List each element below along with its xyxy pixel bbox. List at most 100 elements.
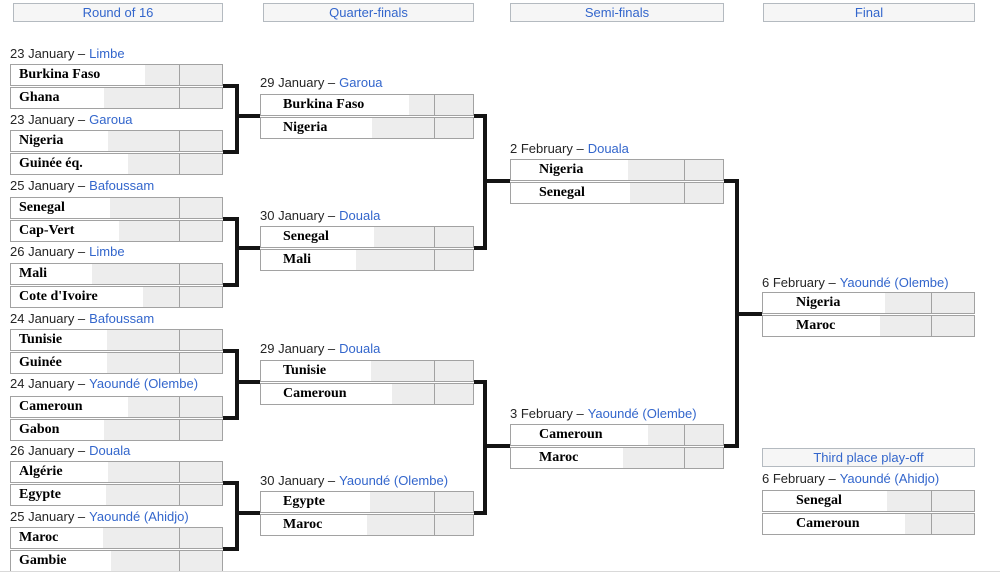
score-cell bbox=[434, 361, 473, 381]
venue-link[interactable]: Garoua bbox=[89, 112, 133, 127]
header-final[interactable]: Final bbox=[763, 3, 975, 22]
team-name-cell: Gambie bbox=[11, 551, 179, 571]
team-name: Senegal bbox=[11, 198, 110, 218]
venue-link[interactable]: Bafoussam bbox=[89, 178, 155, 193]
score-cell bbox=[179, 287, 222, 307]
bracket-connector bbox=[474, 511, 487, 515]
team-name-cell: Maroc bbox=[11, 528, 179, 548]
bracket-connector bbox=[223, 547, 239, 551]
venue-link[interactable]: Limbe bbox=[89, 46, 125, 61]
bracket-connector bbox=[235, 349, 239, 420]
team-row: Mali bbox=[10, 263, 223, 285]
team-name: Burkina Faso bbox=[11, 65, 146, 85]
date-text: 29 January – bbox=[260, 341, 336, 356]
venue-link[interactable]: Yaoundé (Olembe) bbox=[839, 275, 949, 290]
venue-link[interactable]: Limbe bbox=[89, 244, 125, 259]
team-name: Mali bbox=[11, 264, 92, 284]
venue-link[interactable]: Yaoundé (Olembe) bbox=[89, 376, 199, 391]
team-name-cell: Maroc bbox=[763, 316, 931, 336]
team-row: Cameroun bbox=[510, 424, 724, 446]
team-row: Nigeria bbox=[10, 130, 223, 152]
venue-link[interactable]: Yaoundé (Olembe) bbox=[587, 406, 697, 421]
team-name-cell: Senegal bbox=[763, 491, 931, 511]
team-row: Cameroun bbox=[260, 383, 474, 405]
match-r16-4: Mali Cote d'Ivoire bbox=[10, 263, 223, 309]
score-cell bbox=[684, 183, 723, 203]
team-row: Tunisie bbox=[260, 360, 474, 382]
match-qf-3: Tunisie Cameroun bbox=[260, 360, 474, 406]
date-text: 29 January – bbox=[260, 75, 336, 90]
header-semi-finals[interactable]: Semi-finals bbox=[510, 3, 724, 22]
venue-link[interactable]: Douala bbox=[587, 141, 629, 156]
score-cell bbox=[179, 528, 222, 548]
bracket-connector bbox=[474, 380, 487, 384]
bracket-connector bbox=[223, 283, 239, 287]
bracket-connector bbox=[474, 246, 487, 250]
venue-link[interactable]: Douala bbox=[339, 341, 381, 356]
team-row: Gambie bbox=[10, 550, 223, 572]
team-name: Cameroun bbox=[763, 514, 905, 534]
bracket-connector bbox=[739, 312, 762, 316]
venue-link[interactable]: Yaoundé (Olembe) bbox=[339, 473, 449, 488]
venue-link[interactable]: Garoua bbox=[339, 75, 383, 90]
team-name-cell: Tunisie bbox=[11, 330, 179, 350]
team-name-cell: Burkina Faso bbox=[11, 65, 179, 85]
team-name-cell: Nigeria bbox=[11, 131, 179, 151]
team-name: Nigeria bbox=[763, 293, 886, 313]
match-sf-2: Cameroun Maroc bbox=[510, 424, 724, 470]
team-name: Mali bbox=[261, 250, 356, 270]
score-cell bbox=[179, 462, 222, 482]
match-date: 6 February –Yaoundé (Ahidjo) bbox=[762, 472, 939, 486]
match-date: 25 January –Bafoussam bbox=[10, 179, 154, 193]
header-quarter-finals[interactable]: Quarter-finals bbox=[263, 3, 474, 22]
score-cell bbox=[179, 264, 222, 284]
score-cell bbox=[931, 491, 974, 511]
match-date: 23 January –Garoua bbox=[10, 113, 133, 127]
venue-link[interactable]: Yaoundé (Ahidjo) bbox=[839, 471, 940, 486]
match-third-place: Senegal Cameroun bbox=[762, 490, 975, 536]
match-r16-6: Cameroun Gabon bbox=[10, 396, 223, 442]
team-name: Guinée bbox=[11, 353, 107, 373]
date-text: 6 February – bbox=[762, 471, 836, 486]
team-row: Maroc bbox=[260, 514, 474, 536]
score-cell bbox=[684, 160, 723, 180]
bottom-divider bbox=[0, 571, 1000, 572]
match-r16-5: Tunisie Guinée bbox=[10, 329, 223, 375]
bracket-connector bbox=[483, 114, 487, 250]
bracket-connector bbox=[474, 114, 487, 118]
match-date: 2 February –Douala bbox=[510, 142, 629, 156]
team-name-cell: Maroc bbox=[511, 448, 684, 468]
score-cell bbox=[434, 95, 473, 115]
team-name: Cameroun bbox=[261, 384, 392, 404]
venue-link[interactable]: Yaoundé (Ahidjo) bbox=[89, 509, 189, 524]
venue-link[interactable]: Douala bbox=[339, 208, 381, 223]
score-cell bbox=[179, 221, 222, 241]
team-name-cell: Gabon bbox=[11, 420, 179, 440]
team-row: Nigeria bbox=[260, 117, 474, 139]
venue-link[interactable]: Douala bbox=[89, 443, 131, 458]
bracket-connector bbox=[724, 179, 739, 183]
team-name: Guinée éq. bbox=[11, 154, 128, 174]
team-name-cell: Senegal bbox=[511, 183, 684, 203]
team-name: Maroc bbox=[511, 448, 624, 468]
match-r16-3: Senegal Cap-Vert bbox=[10, 197, 223, 243]
date-text: 6 February – bbox=[762, 275, 836, 290]
bracket-connector bbox=[239, 114, 260, 118]
date-text: 26 January – bbox=[10, 443, 86, 458]
date-text: 24 January – bbox=[10, 311, 86, 326]
header-third-place[interactable]: Third place play-off bbox=[762, 448, 975, 467]
team-name-cell: Guinée bbox=[11, 353, 179, 373]
team-name: Cap-Vert bbox=[11, 221, 120, 241]
venue-link[interactable]: Bafoussam bbox=[89, 311, 155, 326]
score-cell bbox=[179, 485, 222, 505]
team-name: Nigeria bbox=[11, 131, 109, 151]
team-name-cell: Mali bbox=[11, 264, 179, 284]
team-row: Egypte bbox=[260, 491, 474, 513]
bracket-connector bbox=[239, 511, 260, 515]
match-final: Nigeria Maroc bbox=[762, 292, 975, 338]
match-date: 25 January –Yaoundé (Ahidjo) bbox=[10, 510, 189, 524]
score-cell bbox=[179, 88, 222, 108]
team-row: Senegal bbox=[762, 490, 975, 512]
header-round-of-16[interactable]: Round of 16 bbox=[13, 3, 223, 22]
